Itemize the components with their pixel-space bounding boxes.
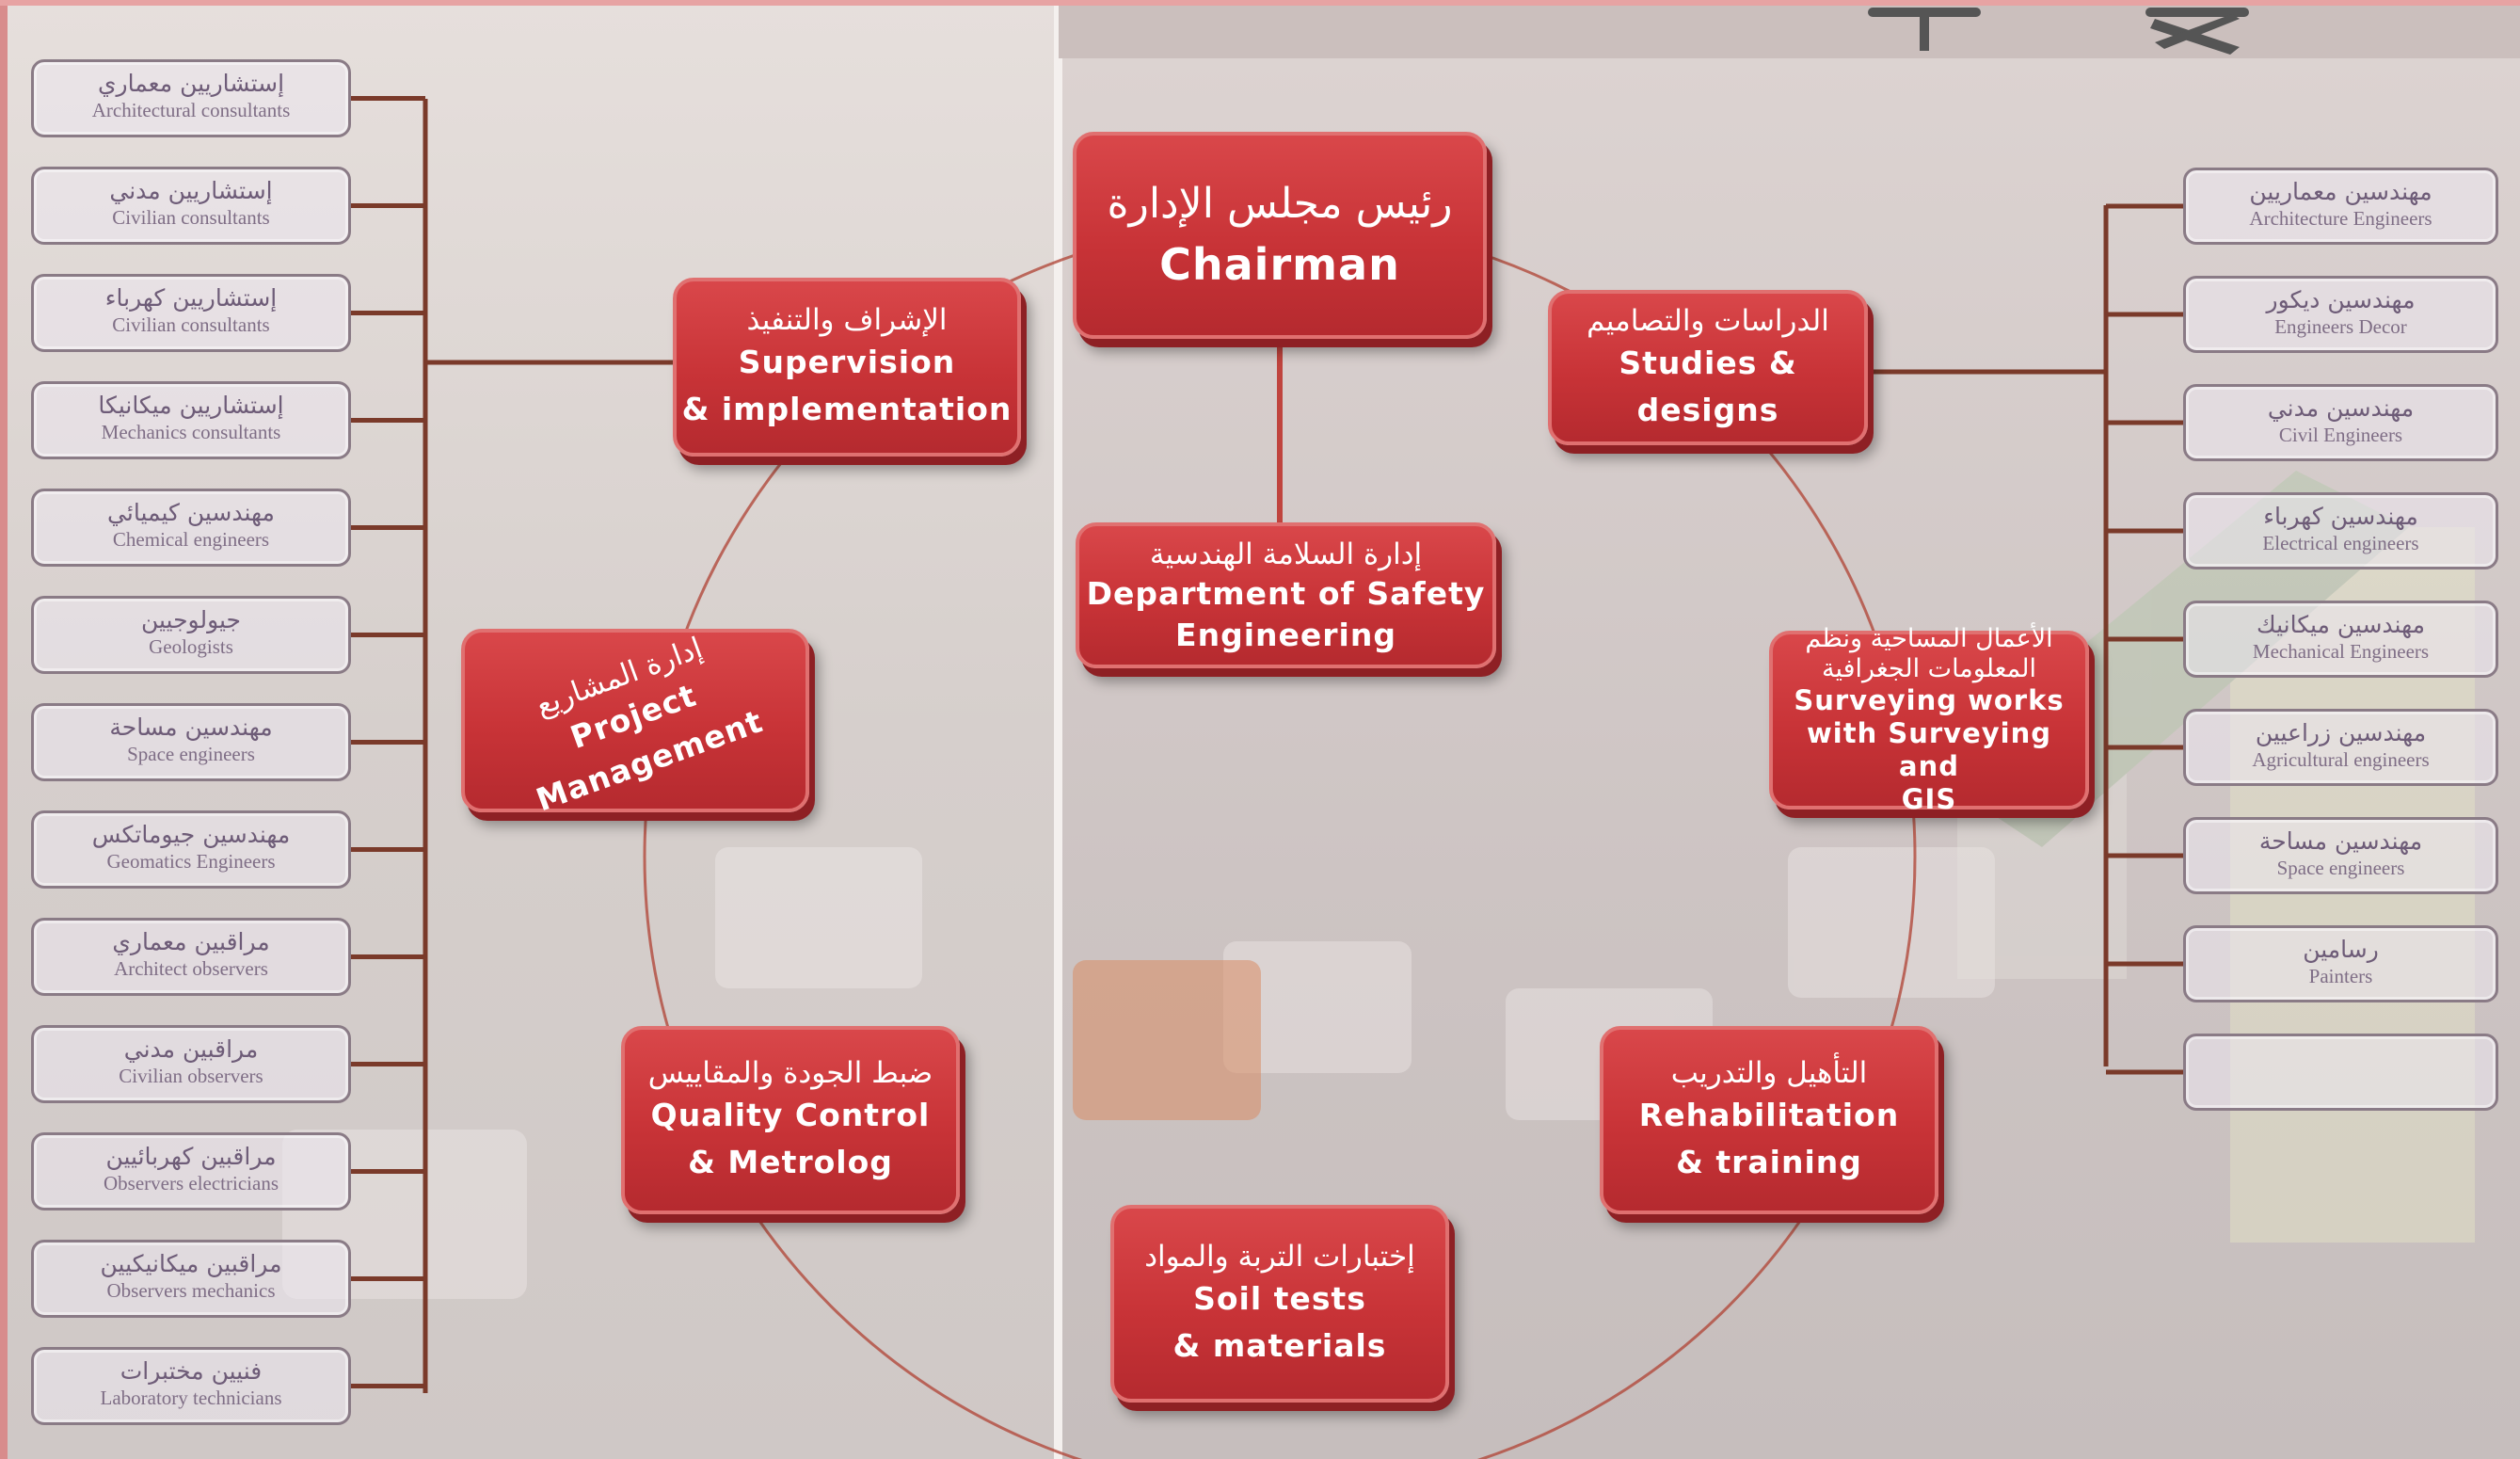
right-item-en: Agricultural engineers (2252, 748, 2430, 771)
left-item-en: Geologists (149, 635, 233, 658)
right-item-en: Engineers Decor (2274, 315, 2407, 338)
left-item-en: Chemical engineers (112, 528, 270, 551)
quality-control-node: ضبط الجودة والمقاييس Quality Control & M… (621, 1026, 960, 1214)
surveying-en-1: Surveying works (1794, 684, 2065, 716)
safety-en-1: Department of Safety (1086, 574, 1486, 612)
left-item-ar: إستشاريين مدني (109, 177, 273, 204)
studies-node: الدراسات والتصاميم Studies & designs (1548, 290, 1868, 445)
left-item-ar: مهندسين مساحة (109, 713, 273, 741)
right-item-en: Civil Engineers (2278, 424, 2403, 446)
right-item-ar: مهندسين ديكور (2266, 286, 2416, 313)
left-item-ar: إستشاريين كهرباء (104, 284, 278, 312)
left-item-en: Civilian consultants (112, 206, 270, 229)
right-item-en: Space engineers (2276, 857, 2405, 879)
left-item-en: Geomatics Engineers (106, 850, 276, 873)
soil-ar: إختبارات التربة والمواد (1144, 1240, 1415, 1274)
rehab-ar: التأهيل والتدريب (1670, 1056, 1868, 1090)
rehabilitation-node: التأهيل والتدريب Rehabilitation & traini… (1600, 1026, 1938, 1214)
studies-ar: الدراسات والتصاميم (1587, 303, 1829, 338)
left-item-en: Architectural consultants (91, 99, 291, 121)
left-item-ar: مهندسين جيوماتكس (91, 821, 291, 848)
left-item-ar: مهندسين كيميائي (107, 499, 275, 526)
left-item-en: Architect observers (114, 957, 268, 980)
left-item-ar: جيولوجيين (140, 606, 242, 633)
supervision-ar: الإشراف والتنفيذ (746, 303, 948, 337)
chairman-en: Chairman (1159, 239, 1400, 290)
surveying-ar-1: الأعمال المساحية ونظم (1805, 624, 2053, 653)
project-management-node: إدارة المشاريع Project Management (461, 629, 809, 818)
left-item-ar: مراقبين ميكانيكيين (100, 1250, 282, 1277)
right-item-ar: مهندسين مدني (2267, 394, 2415, 422)
left-item-ar: إستشاريين معماري (97, 70, 285, 97)
studies-en: Studies & designs (1619, 344, 1797, 428)
right-item (2183, 1034, 2498, 1111)
left-item-en: Space engineers (127, 743, 255, 765)
supervision-node: الإشراف والتنفيذ Supervision & implement… (673, 278, 1021, 457)
left-item-ar: مراقبين معماري (112, 928, 270, 955)
chairman-node: رئيس مجلس الإدارة Chairman (1073, 132, 1487, 339)
right-item-en: Painters (2308, 965, 2373, 987)
right-item-ar: رسامين (2303, 936, 2379, 963)
quality-en-2: & Metrolog (688, 1144, 893, 1180)
right-item-ar: مهندسين ميكانيك (2257, 611, 2425, 638)
supervision-en-2: & implementation (681, 391, 1013, 427)
left-item-en: Laboratory technicians (100, 1387, 282, 1409)
chairman-ar: رئيس مجلس الإدارة (1107, 180, 1453, 228)
right-item-ar: مهندسين كهرباء (2263, 503, 2418, 530)
rehab-en-2: & training (1676, 1144, 1862, 1180)
surveying-en-2: with Surveying and (1807, 717, 2051, 782)
right-item-ar: مهندسين معماريين (2249, 178, 2432, 205)
surveying-gis-node: الأعمال المساحية ونظم المعلومات الجغرافي… (1769, 624, 2089, 815)
left-item-ar: فنيين مختبرات (120, 1357, 263, 1385)
soil-tests-node: إختبارات التربة والمواد Soil tests & mat… (1110, 1205, 1449, 1403)
right-item-en: Mechanical Engineers (2252, 640, 2430, 663)
right-item-en: Architecture Engineers (2249, 207, 2432, 230)
left-item-ar: إستشاريين ميكانيكا (98, 392, 284, 419)
left-item-ar: مراقبين مدني (123, 1035, 259, 1063)
surveying-en-3: GIS (1901, 783, 1957, 815)
surveying-ar-2: المعلومات الجغرافية (1821, 654, 2037, 683)
right-item-ar: مهندسين زراعيين (2255, 719, 2427, 746)
safety-ar: إدارة السلامة الهندسية (1149, 537, 1423, 571)
safety-en-2: Engineering (1175, 616, 1396, 653)
soil-en-1: Soil tests (1193, 1280, 1366, 1317)
left-item-en: Observers electricians (104, 1172, 279, 1194)
left-item-en: Observers mechanics (106, 1279, 276, 1302)
left-item-ar: مراقبين كهربائيين (105, 1143, 277, 1170)
safety-node: إدارة السلامة الهندسية Department of Saf… (1076, 522, 1496, 668)
quality-en-1: Quality Control (650, 1097, 931, 1133)
rehab-en-1: Rehabilitation (1638, 1097, 1900, 1133)
left-item-en: Civilian consultants (112, 313, 270, 336)
soil-en-2: & materials (1172, 1327, 1387, 1364)
quality-ar: ضبط الجودة والمقاييس (647, 1056, 933, 1090)
left-item-en: Civilian observers (119, 1065, 263, 1087)
right-item-en: Electrical engineers (2262, 532, 2419, 554)
supervision-en-1: Supervision (738, 344, 956, 380)
right-item-ar: مهندسين مساحة (2258, 827, 2423, 855)
left-item-en: Mechanics consultants (101, 421, 281, 443)
